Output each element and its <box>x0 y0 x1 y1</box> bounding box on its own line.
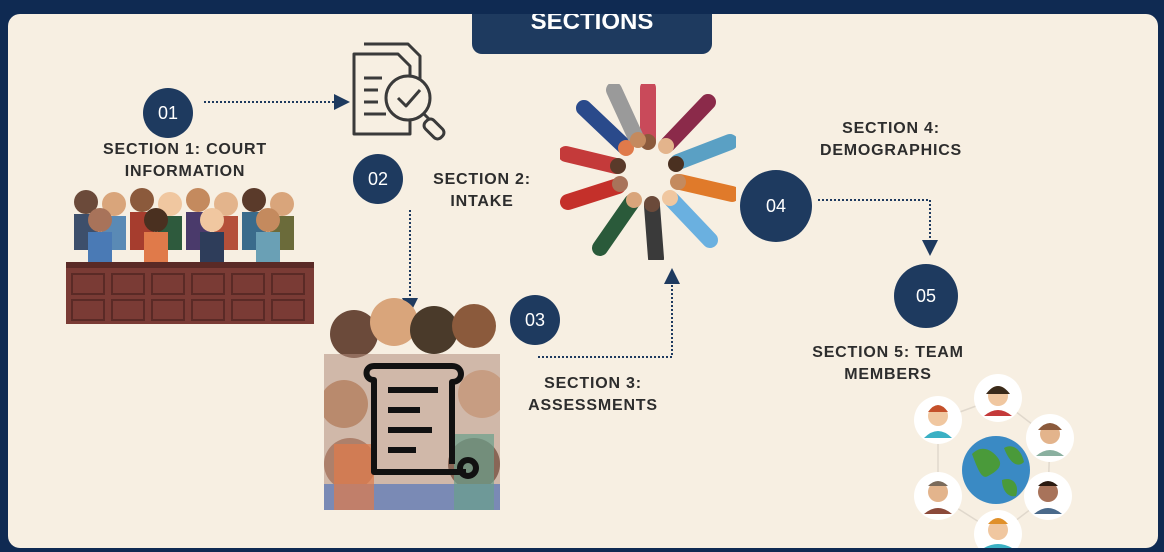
diverse-hands-icon <box>560 84 736 260</box>
connector-04-05 <box>818 199 938 256</box>
section-5-badge: 05 <box>894 264 958 328</box>
section-4-badge: 04 <box>740 170 812 242</box>
connector-03-04 <box>538 268 680 358</box>
diagram-panel: SECTIONS <box>8 14 1158 548</box>
page-title: SECTIONS <box>472 14 712 54</box>
global-team-icon <box>914 374 1074 548</box>
section-2-label: SECTION 2: INTAKE <box>433 171 531 210</box>
crowd-with-scroll-icon <box>324 298 500 510</box>
jury-box-icon <box>66 188 314 324</box>
section-5-label: SECTION 5: TEAM MEMBERS <box>812 344 964 383</box>
section-3-badge: 03 <box>510 295 560 345</box>
section-3-label: SECTION 3: ASSESSMENTS <box>528 375 658 414</box>
flow-connectors <box>204 94 938 358</box>
section-1-badge: 01 <box>143 88 193 138</box>
section-4-label: SECTION 4: DEMOGRAPHICS <box>819 120 963 159</box>
document-search-icon <box>352 42 446 141</box>
section-2-badge: 02 <box>353 154 403 204</box>
section-1-label: SECTION 1: COURT INFORMATION <box>103 141 267 180</box>
